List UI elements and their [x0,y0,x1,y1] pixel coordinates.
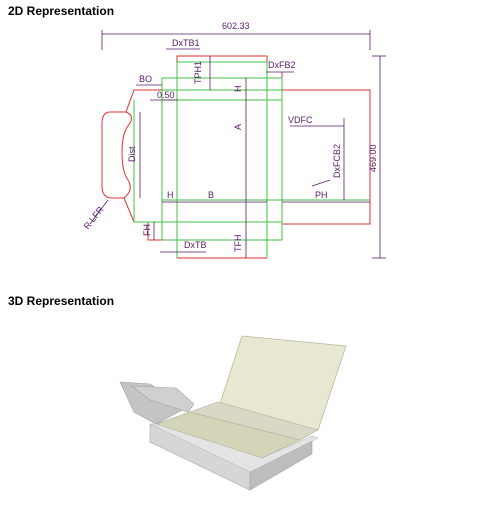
dim-dxtb: DxTB [184,240,207,250]
dim-vdfc: VDFC [288,115,313,125]
dim-dist: Dist [127,146,137,162]
dim-h-bottom: H [167,190,174,200]
dim-tfh: TFH [233,235,243,253]
dim-rlfr: R LFR [82,204,106,231]
dimension-lines [89,30,386,259]
dim-tph1: TPH1 [193,61,203,84]
dim-ph: PH [315,190,328,200]
dim-a: A [233,124,243,130]
dim-c50: 0.50 [157,90,175,100]
section-title-3d: 3D Representation [8,294,115,308]
box-3d [119,335,347,491]
dim-dxfcb2: DxFCB2 [332,144,342,178]
dim-dxfb2: DxFB2 [268,60,296,70]
dim-bo: BO [139,74,152,84]
section-title-2d: 2D Representation [8,4,115,18]
dim-height-total: 469.00 [368,144,378,172]
fold-lines [133,61,370,258]
dim-dxtb1: DxTB1 [172,38,200,48]
dim-b: B [208,190,214,200]
dim-h-top: H [233,86,243,93]
dim-width-total: 602.33 [222,21,250,31]
dim-fh: FH [142,224,152,236]
